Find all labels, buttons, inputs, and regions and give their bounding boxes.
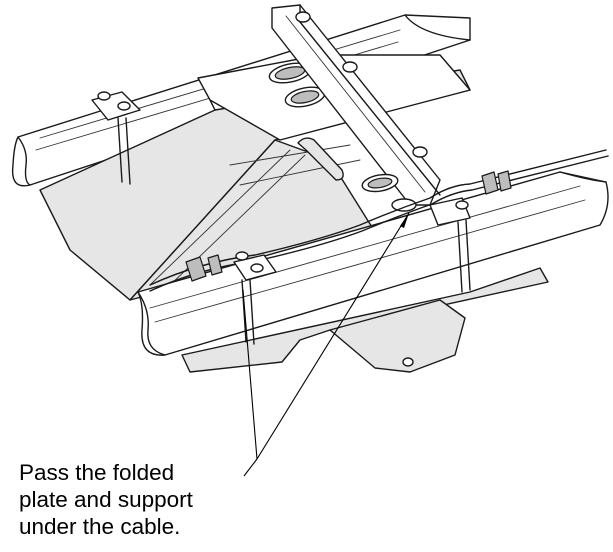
nuts (295, 11, 428, 158)
lower-plate (181, 267, 549, 373)
clamp-left (91, 91, 141, 185)
callout-line-1: Pass the folded (19, 460, 175, 485)
clamp-center (233, 251, 277, 345)
callout-line-3: under the cable. (19, 514, 181, 539)
lower-right-rail (137, 171, 609, 356)
leader-lines (242, 212, 410, 477)
callout-line-2: plate and support (19, 487, 193, 512)
callout-text: Pass the folded plate and support under … (19, 459, 259, 540)
support-bar (271, 4, 441, 212)
cable (149, 149, 609, 292)
clamp-right (429, 197, 471, 293)
